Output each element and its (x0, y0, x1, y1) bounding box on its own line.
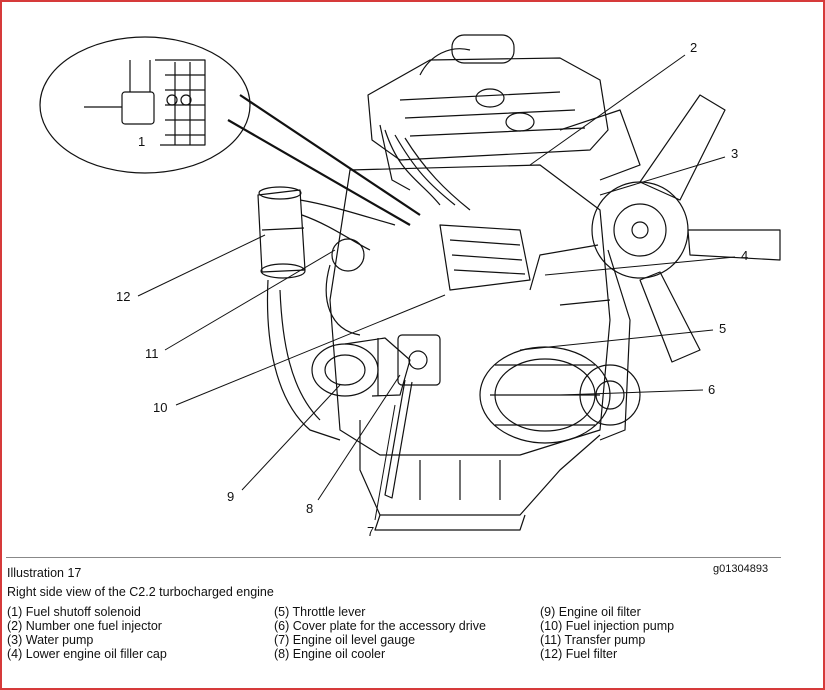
illustration-label: Illustration 17 (7, 566, 82, 580)
legend-item: (3) Water pump (7, 633, 94, 647)
leader-7 (374, 404, 396, 521)
callout-2: 2 (690, 40, 697, 55)
legend-column-3: (9) Engine oil filter (10) Fuel injectio… (540, 605, 674, 661)
callout-6: 6 (708, 382, 715, 397)
illustration-caption: Right side view of the C2.2 turbocharged… (7, 585, 274, 599)
callout-12: 12 (116, 289, 130, 304)
callout-8: 8 (306, 501, 313, 516)
callout-1: 1 (138, 134, 145, 149)
legend-item: (8) Engine oil cooler (274, 647, 386, 661)
leader-10 (175, 294, 446, 406)
caption-divider (6, 557, 781, 558)
legend-item: (4) Lower engine oil filler cap (7, 647, 167, 661)
illustration-ref-code: g01304893 (713, 563, 769, 575)
leader-11 (164, 249, 336, 351)
engine-diagram: 1 2 3 4 5 6 7 8 9 10 11 12 (39, 34, 781, 539)
legend-item: (1) Fuel shutoff solenoid (7, 605, 141, 619)
legend-item: (9) Engine oil filter (540, 605, 641, 619)
callout-5: 5 (719, 321, 726, 336)
leader-12 (137, 234, 266, 297)
leader-5 (519, 329, 714, 351)
engine-drawing (257, 34, 781, 531)
legend-item: (11) Transfer pump (540, 633, 646, 647)
legend-item: (6) Cover plate for the accessory drive (274, 619, 486, 633)
leader-2 (529, 54, 686, 166)
callout-4: 4 (741, 248, 748, 263)
callout-9: 9 (227, 489, 234, 504)
leader-9 (241, 384, 341, 491)
leader-8 (317, 374, 401, 501)
callout-3: 3 (731, 146, 738, 161)
legend-item: (2) Number one fuel injector (7, 619, 162, 633)
callout-10: 10 (153, 400, 167, 415)
callout-7: 7 (367, 524, 374, 539)
leader-6 (559, 389, 704, 396)
callout-11: 11 (145, 346, 159, 361)
legend-item: (5) Throttle lever (274, 605, 366, 619)
legend-column-1: (1) Fuel shutoff solenoid (2) Number one… (7, 605, 167, 661)
legend-item: (12) Fuel filter (540, 647, 618, 661)
legend-column-2: (5) Throttle lever (6) Cover plate for t… (274, 605, 486, 661)
leader-3 (599, 156, 726, 196)
leader-lines (137, 54, 736, 521)
legend-item: (10) Fuel injection pump (540, 619, 675, 633)
inset-detail (39, 36, 421, 226)
leader-4 (544, 256, 736, 276)
legend-item: (7) Engine oil level gauge (274, 633, 416, 647)
